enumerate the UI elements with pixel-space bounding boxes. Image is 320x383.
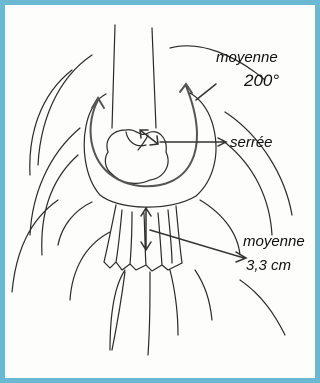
stroke-left-1 [30,70,72,175]
stroke-right-6 [195,270,212,320]
knot-crease-2 [138,135,148,150]
stroke-right-7 [170,270,178,335]
tube-left-edge [112,25,115,128]
tube-right-edge [152,28,156,128]
stroke-right-3 [222,140,272,235]
neck-left [104,205,116,262]
neck-fold-4 [158,213,162,265]
stroke-left-5 [12,200,58,292]
neck-fold-1 [116,210,122,262]
stroke-left-7 [70,232,110,300]
stroke-right-5 [240,280,285,335]
arc-arrowhead-left [92,98,104,108]
neck-right [176,206,182,263]
label-tightness: serrée [230,134,273,151]
angle-arc [91,86,197,186]
neck-fold-2 [130,212,132,264]
stroke-left-6 [58,202,92,245]
hang-2 [148,272,150,355]
pointer-angle [196,84,216,100]
label-length-word: moyenne [243,233,305,250]
stroke-right-2 [225,112,292,215]
label-angle-value: 200° [243,71,279,90]
stroke-left-8 [110,270,125,350]
pointer-length [150,230,244,258]
knot-shape [105,130,168,184]
label-length-value: 3,3 cm [246,257,291,274]
label-angle-word: moyenne [216,49,278,66]
